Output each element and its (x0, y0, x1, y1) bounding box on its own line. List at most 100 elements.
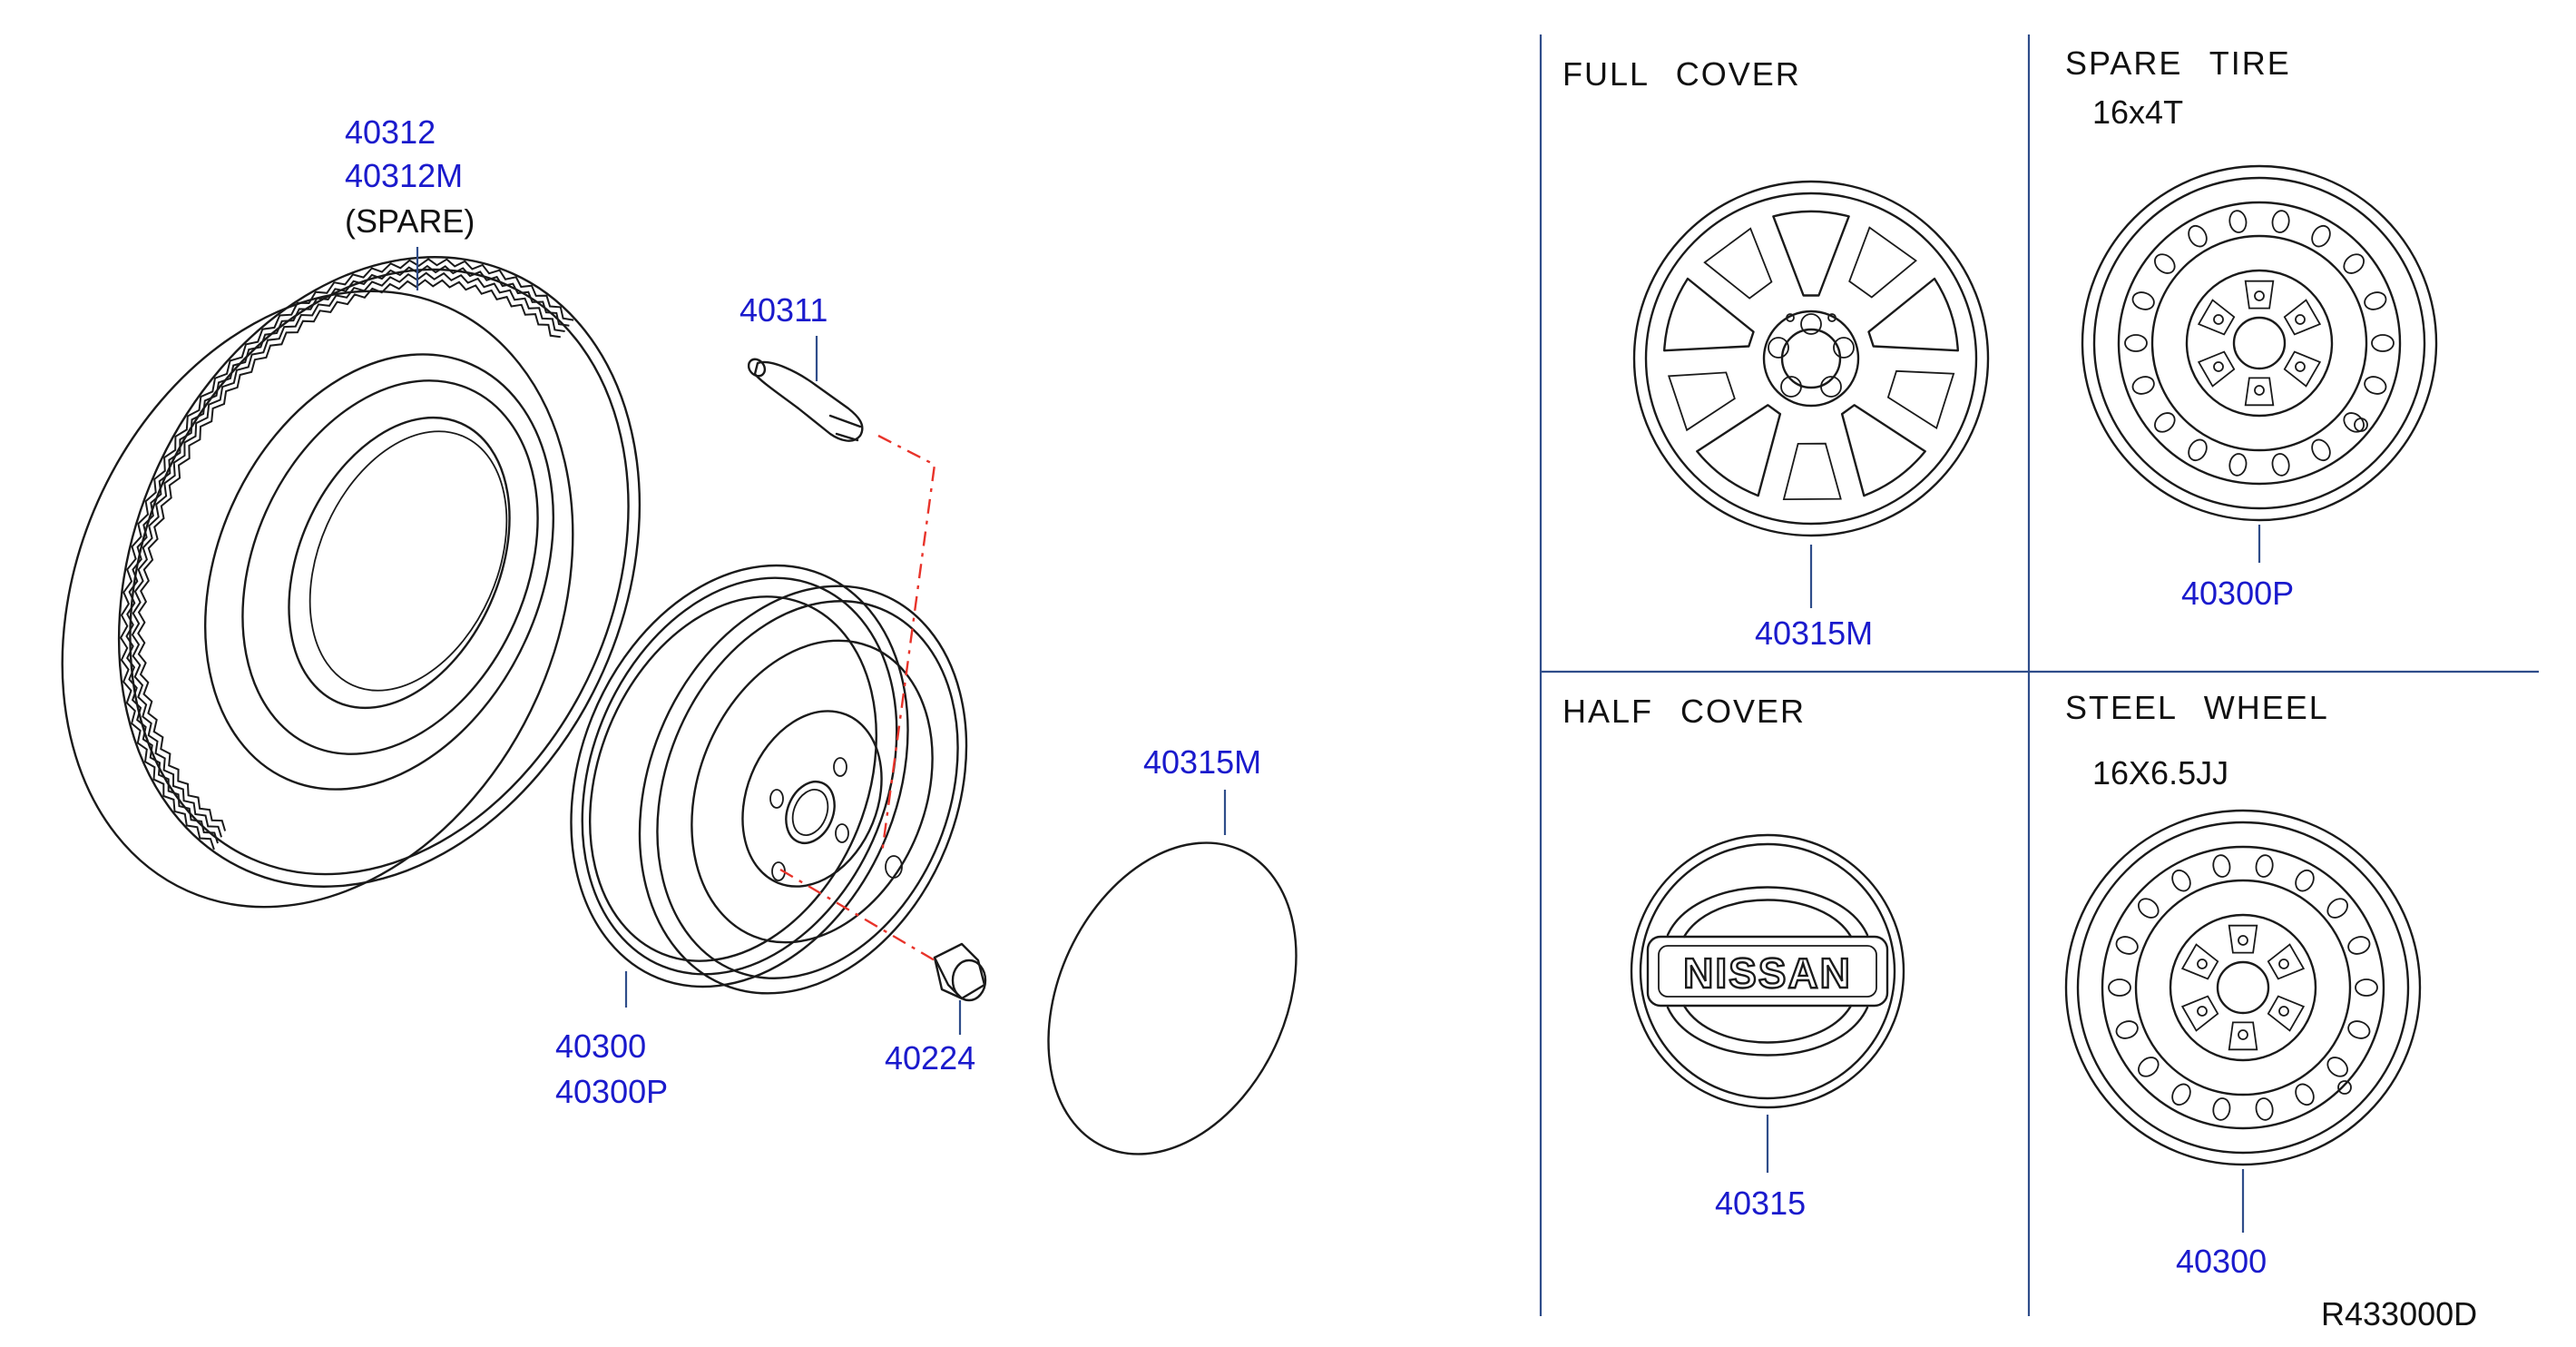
spare-wheel-vent-holes (2124, 210, 2395, 477)
vent-hole-14 (2271, 210, 2290, 233)
vent-hole-1 (2364, 376, 2387, 395)
vent-hole-7 (2154, 412, 2176, 433)
full-cover-wheel-drawing (1632, 180, 1990, 537)
cover-spoke-window-2 (1840, 404, 1926, 497)
vent-hole-6 (2171, 1083, 2191, 1106)
vent-hole-17 (2364, 291, 2387, 310)
lug-recess-3 (2244, 377, 2275, 407)
lug-hole-0 (2254, 290, 2265, 301)
lug-recess-4 (2180, 995, 2219, 1032)
lug-recess-4 (2197, 350, 2236, 388)
assembly-hidden-lines (779, 434, 936, 962)
tread-band-0 (119, 258, 574, 850)
vent-hole-4 (2255, 1097, 2274, 1121)
full-cover-spokes (1663, 210, 1959, 501)
vent-hole-15 (2311, 224, 2331, 248)
lug-recess-5 (2197, 299, 2236, 336)
tread-band-3 (137, 279, 561, 831)
lug-hole-1 (2278, 959, 2289, 969)
vent-hole-10 (2115, 936, 2139, 955)
valve-part-number: 40311 (739, 291, 828, 329)
nut-part-number: 40224 (885, 1039, 975, 1077)
tire-part-number-2: 40312M (345, 157, 463, 194)
lug-hole-5 (2213, 314, 2224, 325)
tire-part-number-1: 40312 (345, 113, 436, 151)
cover-spoke-slot-1 (1886, 369, 1955, 429)
vent-hole-2 (2326, 1057, 2348, 1077)
full-cover-part-number: 40315M (1755, 615, 1873, 652)
vent-hole-5 (2228, 453, 2248, 477)
vent-hole-2 (2343, 412, 2365, 433)
full-cover-title: FULL COVER (1562, 55, 1801, 93)
vent-hole-0 (2355, 978, 2378, 997)
vent-hole-8 (2115, 1020, 2139, 1039)
tire-spare-note: (SPARE) (345, 202, 475, 240)
lug-recess-5 (2180, 943, 2219, 980)
vent-hole-12 (2171, 869, 2191, 892)
diagram-reference-code: R433000D (2321, 1295, 2477, 1332)
vent-hole-3 (2311, 438, 2331, 462)
half-cover-part-number: 40315 (1715, 1185, 1806, 1222)
cover-spoke-window-0 (1772, 210, 1850, 297)
vent-hole-1 (2347, 1020, 2371, 1039)
nissan-logo-text: NISSAN (1683, 949, 1852, 997)
tread-band-1 (125, 264, 570, 844)
vent-hole-9 (2108, 978, 2131, 997)
vent-hole-4 (2271, 453, 2290, 477)
cover-spoke-window-1 (1867, 277, 1959, 352)
lug-hole-4 (2213, 361, 2224, 372)
lug-hole-5 (2197, 959, 2208, 969)
vent-hole-16 (2343, 253, 2365, 274)
vent-hole-11 (2138, 898, 2160, 919)
lug-hole-1 (2295, 314, 2306, 325)
lug-recess-1 (2267, 943, 2306, 980)
vent-hole-8 (2131, 376, 2155, 395)
vent-hole-13 (2212, 854, 2231, 878)
cover-spoke-slot-4 (1703, 227, 1773, 300)
steel-wheel-size: 16X6.5JJ (2092, 754, 2228, 791)
spare-tire-title: SPARE TIRE (2065, 44, 2291, 82)
vent-hole-10 (2131, 291, 2155, 310)
lug-hole-2 (2295, 361, 2306, 372)
half-cover-drawing: NISSAN (1630, 833, 1905, 1109)
tire-tread-pattern (119, 258, 574, 850)
lug-recess-1 (2283, 299, 2322, 336)
wheel-nut (933, 942, 987, 1002)
vent-hole-5 (2212, 1097, 2231, 1121)
steel-wheel-lug-recesses (2180, 924, 2306, 1051)
lug-hole-0 (2238, 935, 2248, 946)
left-leader-lines (416, 247, 1227, 1035)
hub-cap-disc (1047, 841, 1298, 1155)
lug-recess-3 (2228, 1021, 2258, 1051)
steel-wheel-title: STEEL WHEEL (2065, 689, 2329, 726)
cover-spoke-slot-0 (1848, 226, 1917, 299)
cap-part-number: 40315M (1143, 743, 1261, 781)
vent-hole-12 (2188, 224, 2208, 248)
cover-spoke-window-4 (1663, 277, 1755, 352)
cover-spoke-slot-3 (1667, 371, 1736, 432)
cover-spoke-slot-2 (1782, 442, 1842, 501)
lug-hole-2 (2278, 1006, 2289, 1017)
steel-wheel-part-number: 40300 (2176, 1243, 2267, 1280)
lug-hole-4 (2197, 1006, 2208, 1017)
wheel-part-number-1: 40300 (555, 1027, 646, 1065)
lug-hole-3 (2254, 385, 2265, 396)
tread-band-2 (131, 271, 565, 838)
spare-tire-wheel-drawing (2081, 164, 2438, 522)
tire (61, 256, 642, 909)
lug-recess-0 (2244, 280, 2275, 310)
lug-recess-2 (2283, 350, 2322, 388)
vent-hole-14 (2255, 854, 2274, 878)
lug-recess-2 (2267, 995, 2306, 1032)
spare-wheel-lug-recesses (2197, 280, 2322, 407)
steel-wheel-drawing (2064, 809, 2422, 1166)
vent-hole-15 (2295, 869, 2315, 892)
vent-hole-13 (2228, 210, 2248, 233)
steel-wheel-vent-holes (2108, 854, 2378, 1121)
vent-hole-7 (2138, 1057, 2160, 1077)
panel-grid (1539, 34, 2539, 1316)
wheel-rim (570, 564, 968, 995)
lug-hole-3 (2238, 1029, 2248, 1040)
vent-hole-6 (2188, 438, 2208, 462)
